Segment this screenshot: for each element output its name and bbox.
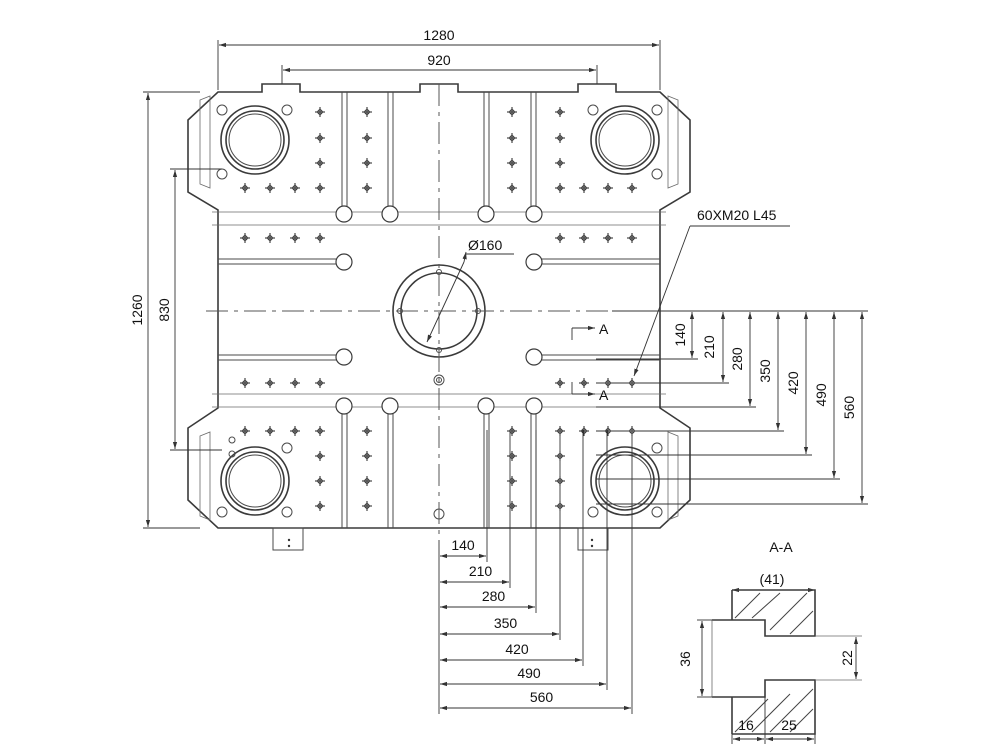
tapped-hole-mark [239,182,251,194]
tapped-hole-mark [314,425,326,437]
right-dim-280: 280 [729,347,745,371]
tapped-hole-mark [239,232,251,244]
right-dim-350: 350 [757,359,773,383]
section-a-a: A-A (41) 36 22 16 25 [677,539,862,744]
tapped-hole-mark [264,232,276,244]
tapped-hole-mark [361,182,373,194]
tapped-hole-mark [314,450,326,462]
tap-note-text: 60XM20 L45 [697,207,777,223]
bottom-dim-490: 490 [517,665,541,681]
tapped-hole-mark [554,106,566,118]
tapped-hole-mark [506,106,518,118]
tapped-hole-mark [554,232,566,244]
tapped-hole-mark [554,377,566,389]
bottom-dim-210: 210 [469,563,493,579]
tapped-hole-mark [361,132,373,144]
tapped-hole-mark [626,182,638,194]
tapped-hole-mark [239,425,251,437]
tapped-hole-mark [264,182,276,194]
tapped-hole-mark [554,182,566,194]
tapped-hole-mark [361,425,373,437]
tapped-hole-mark [264,377,276,389]
tapped-hole-mark [506,132,518,144]
tapped-hole-mark [554,132,566,144]
tapped-hole-mark [602,182,614,194]
section-marker-bottom: A [599,387,609,403]
tapped-hole-mark [602,232,614,244]
section-marker-top: A [599,321,609,337]
tapped-hole-mark [314,232,326,244]
dim-1260: 1260 [129,294,145,325]
tapped-hole-mark [361,157,373,169]
section-bottom-left: 16 [738,717,754,733]
dia-160-callout: Ø160 [426,237,514,343]
center-lines [206,84,672,540]
tapped-hole-mark [314,132,326,144]
tapped-hole-mark [289,425,301,437]
tapped-hole-mark [506,500,518,512]
tapped-hole-mark [314,500,326,512]
dim-920: 920 [427,52,451,68]
bottom-dim-350: 350 [494,615,518,631]
tapped-hole-mark [239,377,251,389]
tapped-hole-mark [289,232,301,244]
tapped-hole-mark [361,500,373,512]
right-dim-420: 420 [785,371,801,395]
tapped-hole-mark [314,377,326,389]
section-height-right: 22 [839,650,855,666]
tapped-hole-mark [289,182,301,194]
tap-note: 60XM20 L45 [633,207,790,377]
t-slots [218,92,660,528]
bottom-dim-420: 420 [505,641,529,657]
tapped-hole-mark [506,157,518,169]
dim-dia-160: Ø160 [468,237,502,253]
section-height-left: 36 [677,651,693,667]
right-dimensions: 140 210 280 350 420 490 560 [596,310,868,505]
tapped-hole-mark [578,377,590,389]
tapped-hole-mark [314,157,326,169]
tapped-hole-mark [361,475,373,487]
tapped-hole-mark [314,475,326,487]
tapped-hole-mark [506,475,518,487]
tie-bar-bores [216,104,663,518]
section-markers: A A [571,321,609,403]
bottom-dim-140: 140 [451,537,475,553]
tapped-hole-mark [578,425,590,437]
bottom-dim-560: 560 [530,689,554,705]
right-dim-210: 210 [701,335,717,359]
tapped-hole-mark [289,377,301,389]
bottom-dim-280: 280 [482,588,506,604]
section-title: A-A [769,539,793,555]
tapped-hole-mark [361,450,373,462]
tapped-hole-mark [506,425,518,437]
tapped-hole-mark [626,232,638,244]
bottom-dimensions: 140 210 280 350 420 490 560 [438,430,633,714]
section-top-ref: (41) [760,571,785,587]
right-dim-560: 560 [841,396,857,420]
tapped-hole-mark [554,157,566,169]
tapped-hole-mark [578,232,590,244]
tapped-hole-mark [264,425,276,437]
section-bottom-right: 25 [781,717,797,733]
tapped-hole-mark [506,182,518,194]
tapped-hole-mark [361,106,373,118]
slot-end-holes [335,205,543,415]
tapped-hole-mark [314,182,326,194]
dim-830: 830 [156,298,172,322]
tapped-hole-mark [578,182,590,194]
top-dimensions: 1280 920 [217,27,661,90]
right-dim-140: 140 [672,323,688,347]
tapped-hole-mark [506,450,518,462]
dim-1280: 1280 [423,27,454,43]
left-dimensions: 1260 830 [129,91,222,529]
right-dim-490: 490 [813,383,829,407]
tapped-hole-mark [314,106,326,118]
